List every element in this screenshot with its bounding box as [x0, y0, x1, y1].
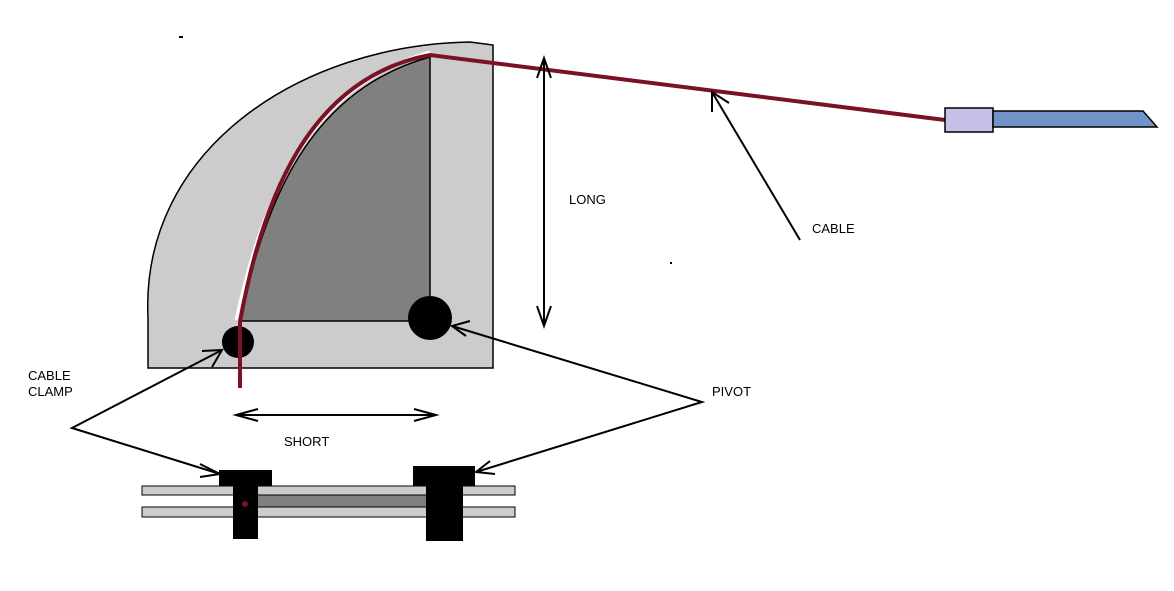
cable-pointer-arrowhead	[711, 90, 730, 112]
cable-clamp-label-line1: CABLE	[28, 368, 71, 383]
cable-housing	[992, 110, 1159, 128]
cable-clamp-arrowhead-top	[201, 348, 224, 368]
long-arrowhead-bottom	[536, 305, 552, 330]
side-view-pivot-cap	[413, 466, 475, 486]
cable-clamp-label-line2: CLAMP	[28, 384, 73, 399]
stray-mark	[179, 36, 183, 38]
side-view-clamp-post	[233, 486, 258, 539]
short-arrowhead-right	[413, 408, 440, 422]
side-view-rail-bottom	[141, 506, 516, 518]
side-view-clamp-cap	[219, 470, 272, 486]
short-arrowhead-left	[232, 408, 259, 422]
side-view-rail-top	[141, 485, 516, 496]
side-view-inner-bar	[258, 495, 428, 507]
short-label: SHORT	[284, 434, 329, 449]
cable-label: CABLE	[812, 221, 855, 236]
cable-pointer-arrow	[711, 91, 801, 241]
long-arrowhead-top	[536, 54, 552, 79]
pivot-dot	[408, 296, 452, 340]
cable-line	[238, 52, 946, 388]
pivot-pointer	[451, 325, 706, 473]
pivot-arrowhead-bottom	[473, 460, 496, 475]
cable-clamp-pointer	[69, 349, 223, 475]
cable-housing-sleeve	[944, 107, 994, 133]
long-label: LONG	[569, 192, 606, 207]
stray-mark	[670, 262, 672, 264]
pivot-arrowhead-top	[449, 320, 471, 337]
side-view-clamp-cable-dot	[242, 501, 248, 507]
side-view-pivot-post	[426, 486, 463, 541]
pivot-label: PIVOT	[712, 384, 751, 399]
